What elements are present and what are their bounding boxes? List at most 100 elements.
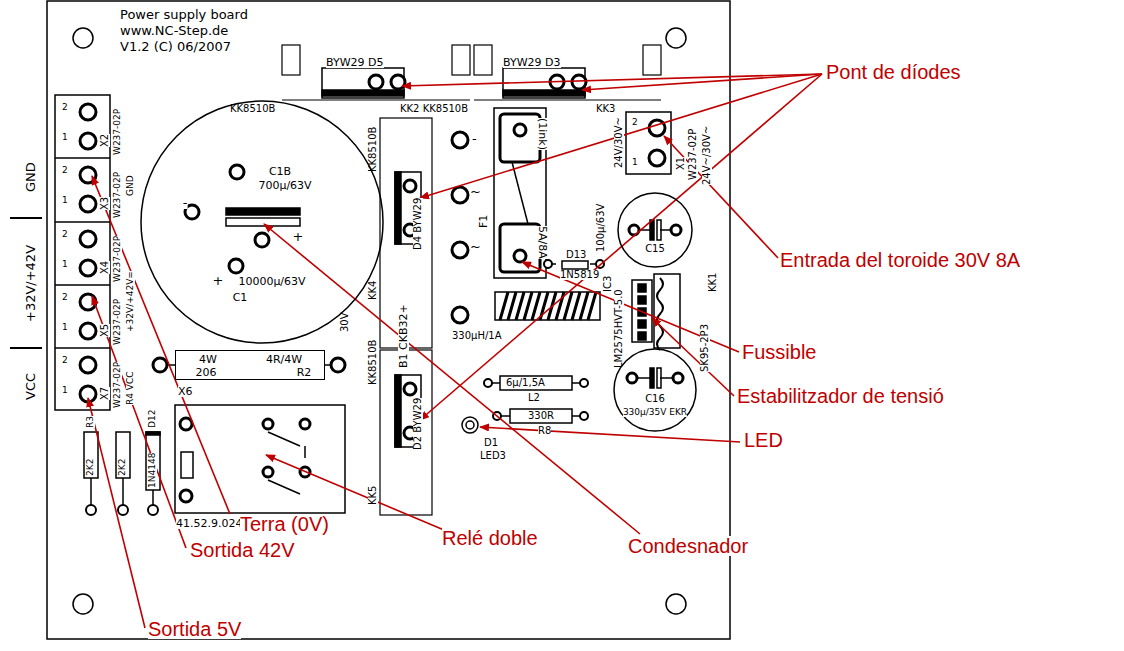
part-value: -	[183, 196, 188, 209]
heatsink-outline	[282, 99, 470, 100]
resistor-symbol	[84, 358, 588, 515]
capacitor-symbol	[627, 373, 637, 383]
inductor-symbol	[484, 379, 492, 387]
silkscreen-label: B1 CKB32+	[398, 304, 409, 368]
silkscreen-label: R4 VCC	[126, 371, 135, 405]
silkscreen-label: VCC	[24, 373, 37, 400]
callout-label: Relé doble	[442, 528, 538, 548]
part-value: 330μ/35V EKR	[623, 408, 687, 417]
connector-block	[80, 133, 96, 149]
resistor-symbol	[118, 505, 128, 515]
diode-symbol	[322, 90, 404, 96]
heatsink-outline	[282, 45, 661, 515]
silkscreen-label: X2	[100, 134, 110, 147]
resistor-symbol	[153, 358, 167, 372]
silkscreen-label: F1	[478, 215, 489, 228]
part-value: C1B	[269, 166, 291, 177]
leader-line	[664, 136, 778, 258]
heatsink-outline	[452, 45, 470, 75]
relay-symbol	[181, 452, 193, 478]
callout-label: Sortida 5V	[148, 619, 241, 639]
diode-symbol	[404, 180, 416, 192]
relay-symbol	[263, 467, 273, 477]
silkscreen-label: KK1	[708, 273, 718, 292]
regulator-symbol	[638, 320, 646, 328]
regulator-symbol	[638, 284, 646, 292]
bridge-pads	[452, 132, 468, 323]
connector-block	[55, 157, 110, 159]
silkscreen-label: -	[472, 132, 477, 145]
silkscreen-label: 24V/30V~	[614, 117, 624, 168]
inductor-symbol	[580, 379, 588, 387]
silkscreen-label: 1	[62, 260, 68, 269]
diode-symbol	[572, 75, 586, 89]
voltage-bracket	[10, 347, 42, 349]
resistor-symbol	[331, 358, 345, 372]
silkscreen-label: 2K2	[86, 459, 95, 476]
silkscreen-label: X7	[100, 387, 110, 400]
leader-line	[652, 318, 734, 396]
silkscreen-label: KK4	[368, 281, 378, 300]
part-value: R2	[297, 367, 312, 378]
silkscreen-label: X5	[100, 324, 110, 337]
silkscreen-label: 1N5819	[560, 270, 599, 280]
silkscreen-label: 2K2	[118, 459, 127, 476]
relay-symbol	[180, 418, 192, 430]
silkscreen-label: 1	[62, 386, 68, 395]
silkscreen-label: W237-02P	[113, 299, 122, 345]
silkscreen-label: 330μH/1A	[452, 331, 502, 341]
silkscreen-label: KK8510B	[368, 340, 378, 385]
fuse-symbol	[500, 114, 540, 162]
silkscreen-label: 1N4148	[148, 453, 157, 488]
heatsink-outline	[380, 350, 432, 515]
led-symbol	[462, 417, 478, 433]
relay-symbol	[268, 432, 300, 446]
diode-symbol	[369, 75, 383, 89]
diode-symbol	[503, 90, 585, 96]
capacitor-symbol	[230, 165, 244, 179]
part-value: C1	[233, 292, 248, 303]
board-outline	[73, 28, 93, 48]
connector-block	[80, 104, 96, 120]
silkscreen-label: W237-02P	[113, 362, 122, 408]
silkscreen-label: BYW29 D5	[326, 57, 384, 68]
regulator-symbol	[638, 332, 646, 340]
connector-block	[80, 231, 96, 247]
heatsink-outline	[474, 99, 661, 100]
silkscreen-label: 2	[62, 293, 68, 302]
silkscreen-label: 2	[62, 103, 68, 112]
connector-block	[55, 347, 110, 349]
silkscreen-label: X1	[676, 157, 686, 170]
silkscreen-label: GND	[24, 162, 37, 192]
relay-symbol	[300, 419, 310, 429]
part-value: C15	[645, 244, 665, 254]
capacitor-symbol	[255, 233, 269, 247]
silkscreen-label: W237-02P	[113, 236, 122, 282]
regulator-symbol	[638, 296, 646, 304]
silkscreen-label: D4 BYW29	[413, 198, 423, 250]
part-value: 10000μ/63V	[238, 276, 305, 287]
board-outline	[73, 594, 93, 614]
relay-symbol	[175, 405, 345, 513]
silkscreen-label: V1.2 (C) 06/2007	[120, 40, 231, 53]
leader-line	[264, 224, 640, 534]
connector-block	[55, 221, 110, 223]
capacitor-symbol	[657, 368, 661, 388]
silkscreen-label: W237-02P	[113, 109, 122, 155]
callout-label: Sortida 42V	[190, 540, 295, 560]
connector-block	[80, 260, 96, 276]
connector-block	[626, 112, 671, 174]
diode-symbol	[395, 172, 401, 244]
relay-symbol	[263, 419, 273, 429]
silkscreen-label: LM2575HVT-5.0	[614, 289, 624, 368]
silkscreen-label: W237-02P	[688, 129, 698, 180]
silkscreen-label: 2	[62, 356, 68, 365]
leader-line	[92, 176, 230, 514]
heatsink-outline	[282, 45, 300, 75]
silkscreen-label: GND	[126, 175, 135, 196]
silkscreen-label: X4	[100, 261, 110, 274]
fuse-symbol	[514, 124, 526, 136]
resistor-symbol	[90, 478, 92, 505]
silkscreen-label: D1	[484, 438, 498, 448]
